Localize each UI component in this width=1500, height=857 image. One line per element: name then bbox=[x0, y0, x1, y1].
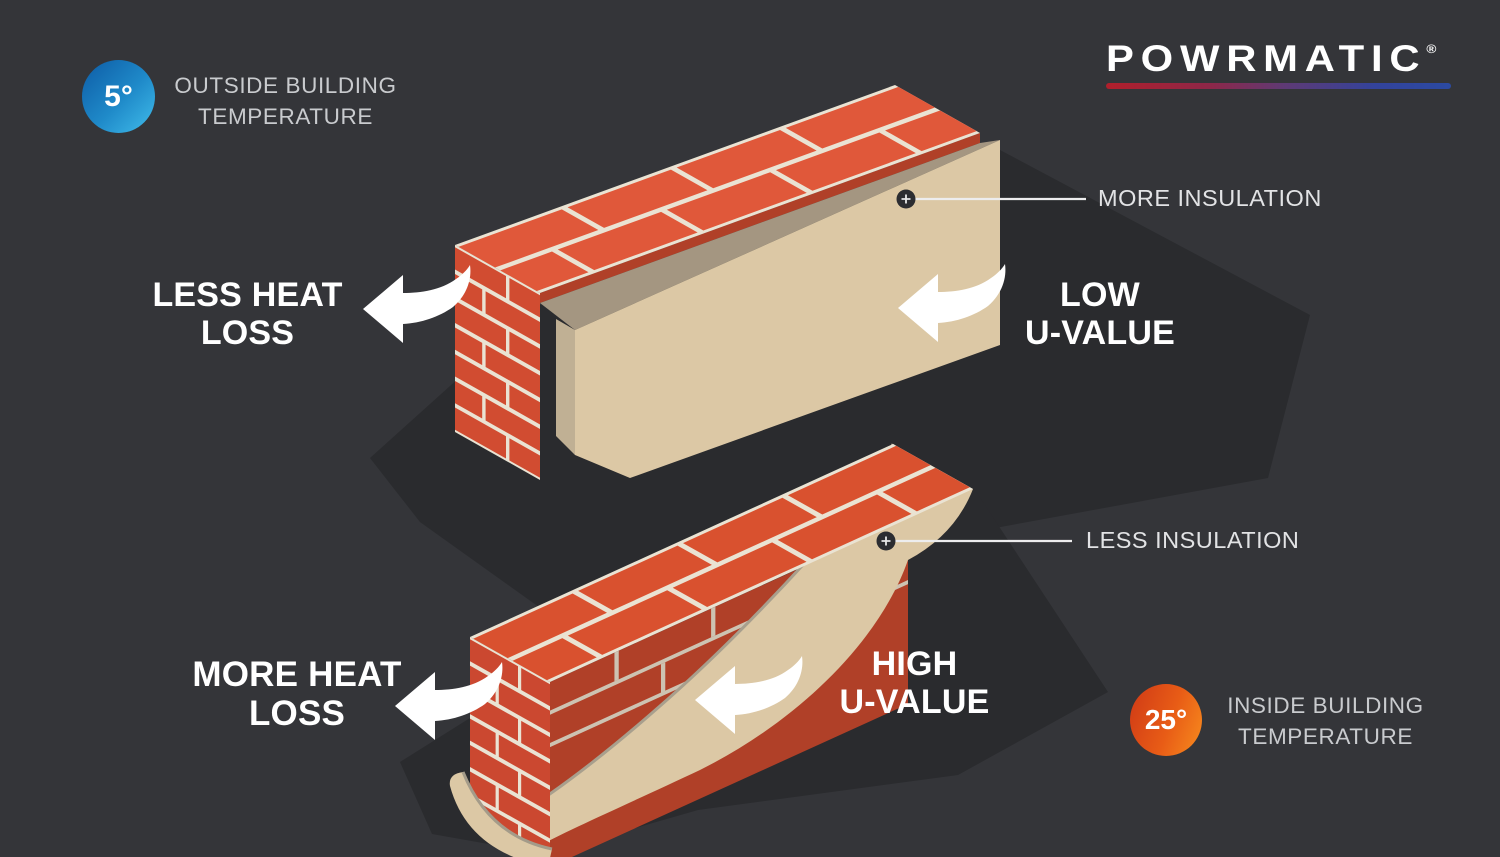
sheet-curl-edge bbox=[461, 771, 553, 851]
arrow-left-icon bbox=[695, 656, 803, 734]
arrow-left-icon bbox=[363, 265, 471, 343]
outside-temperature-label-line2: TEMPERATURE bbox=[198, 104, 373, 129]
bottom-heat-loss-line2: LOSS bbox=[248, 694, 346, 733]
inside-temperature-label-line2: TEMPERATURE bbox=[1238, 724, 1413, 749]
bottom-uvalue-line1: HIGH bbox=[871, 645, 958, 683]
registered-mark: ® bbox=[1426, 42, 1437, 56]
top-insulation-face bbox=[575, 140, 1000, 478]
top-heat-loss-line1: LESS HEAT bbox=[152, 276, 343, 314]
arrow-left-icon bbox=[395, 662, 503, 740]
inside-temperature-label: INSIDE BUILDING TEMPERATURE bbox=[1218, 690, 1433, 752]
bottom-insulation-sheet bbox=[501, 444, 973, 852]
top-insulation-end bbox=[556, 319, 575, 455]
bottom-heat-loss-label: MORE HEAT LOSS bbox=[182, 655, 412, 733]
bottom-brick-top-face bbox=[470, 444, 973, 682]
bottom-heat-loss-line1: MORE HEAT bbox=[192, 655, 402, 694]
outside-temperature-label: OUTSIDE BUILDING TEMPERATURE bbox=[168, 70, 403, 132]
more-insulation-label: MORE INSULATION bbox=[1098, 185, 1322, 211]
top-brick-side-bevel bbox=[540, 133, 980, 303]
inside-temperature-badge: 25° bbox=[1130, 684, 1202, 756]
more-insulation-callout bbox=[896, 189, 1086, 209]
top-uvalue-line1: LOW bbox=[1060, 276, 1140, 314]
brand-logo-wordmark: POWRMATIC bbox=[1106, 38, 1427, 79]
top-heat-loss-line2: LOSS bbox=[200, 314, 295, 352]
inside-temperature-value: 25° bbox=[1144, 704, 1188, 735]
sheet-curl bbox=[449, 772, 552, 857]
outside-temperature-label-line1: OUTSIDE BUILDING bbox=[174, 73, 397, 98]
top-wall-group bbox=[455, 85, 1000, 480]
inside-temperature-label-line1: INSIDE BUILDING bbox=[1227, 693, 1424, 718]
brand-logo-underline bbox=[1106, 83, 1451, 89]
less-insulation-label: LESS INSULATION bbox=[1086, 527, 1300, 553]
outside-temperature-badge: 5° bbox=[82, 60, 155, 133]
plus-marker-icon bbox=[876, 531, 896, 551]
top-heat-loss-label: LESS HEAT LOSS bbox=[140, 276, 355, 352]
outside-temperature-value: 5° bbox=[104, 79, 133, 113]
top-insulation-top bbox=[540, 140, 1000, 330]
brand-logo: POWRMATIC® bbox=[1106, 38, 1466, 89]
brand-logo-text: POWRMATIC® bbox=[1106, 38, 1500, 80]
top-brick-top-face bbox=[455, 85, 980, 293]
bottom-uvalue-line2: U-VALUE bbox=[839, 683, 990, 721]
plus-marker-icon bbox=[896, 189, 916, 209]
bottom-uvalue-label: HIGH U-VALUE bbox=[832, 645, 997, 721]
less-insulation-callout bbox=[876, 531, 1072, 551]
top-uvalue-line2: U-VALUE bbox=[1025, 314, 1175, 352]
top-uvalue-label: LOW U-VALUE bbox=[1025, 276, 1175, 352]
arrow-left-icon bbox=[898, 264, 1006, 342]
